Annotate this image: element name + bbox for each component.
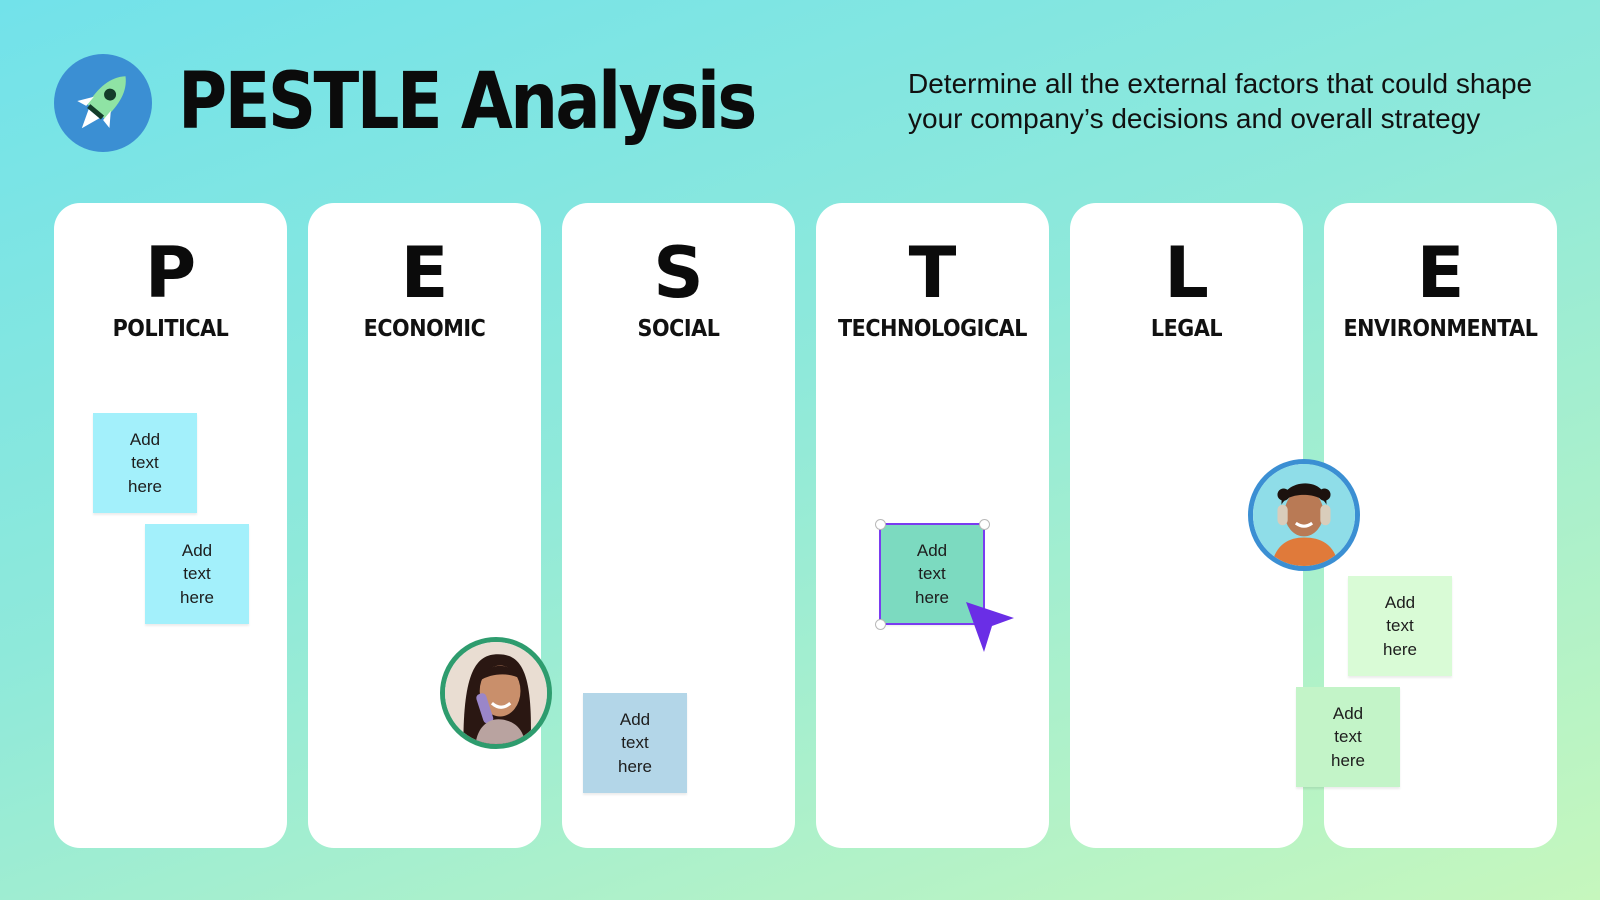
column-label: ECONOMIC xyxy=(363,316,486,342)
column-letter: E xyxy=(1416,232,1465,314)
logo-rocket-icon xyxy=(54,54,152,152)
column-technological: T TECHNOLOGICAL xyxy=(816,203,1049,848)
sticky-note-selected[interactable]: Add text here xyxy=(879,523,985,625)
column-letter: S xyxy=(653,232,704,314)
column-label: TECHNOLOGICAL xyxy=(838,316,1027,342)
page-title: PESTLE Analysis xyxy=(178,57,757,147)
cursor-arrow-icon xyxy=(966,602,1014,652)
sticky-note[interactable]: Add text here xyxy=(1296,687,1400,787)
sticky-note-text: Add text here xyxy=(1382,592,1418,659)
column-label: LEGAL xyxy=(1150,316,1223,342)
collaborator-avatar-woman xyxy=(440,637,552,749)
column-letter: L xyxy=(1164,232,1209,314)
column-economic: E ECONOMIC xyxy=(308,203,541,848)
sticky-note-text: Add text here xyxy=(179,540,215,607)
subtitle-line: your company’s decisions and overall str… xyxy=(908,103,1481,134)
sticky-note-text: Add text here xyxy=(127,429,163,496)
sticky-note-text: Add text here xyxy=(617,709,653,776)
resize-handle-bottom-left[interactable] xyxy=(875,619,886,630)
sticky-note[interactable]: Add text here xyxy=(145,524,249,624)
column-label: SOCIAL xyxy=(637,316,720,342)
resize-handle-top-right[interactable] xyxy=(979,519,990,530)
sticky-note-text: Add text here xyxy=(1330,703,1366,770)
collaborator-avatar-man xyxy=(1248,459,1360,571)
column-letter: T xyxy=(908,232,957,314)
page-subtitle: Determine all the external factors that … xyxy=(908,66,1578,136)
resize-handle-top-left[interactable] xyxy=(875,519,886,530)
sticky-note[interactable]: Add text here xyxy=(93,413,197,513)
column-letter: E xyxy=(400,232,449,314)
sticky-note[interactable]: Add text here xyxy=(583,693,687,793)
sticky-note[interactable]: Add text here xyxy=(1348,576,1452,676)
sticky-note-text: Add text here xyxy=(914,540,950,607)
column-letter: P xyxy=(144,232,197,314)
rocket-icon xyxy=(77,76,126,129)
column-label: ENVIRONMENTAL xyxy=(1343,316,1538,342)
subtitle-line: Determine all the external factors that … xyxy=(908,68,1533,99)
column-label: POLITICAL xyxy=(112,316,229,342)
